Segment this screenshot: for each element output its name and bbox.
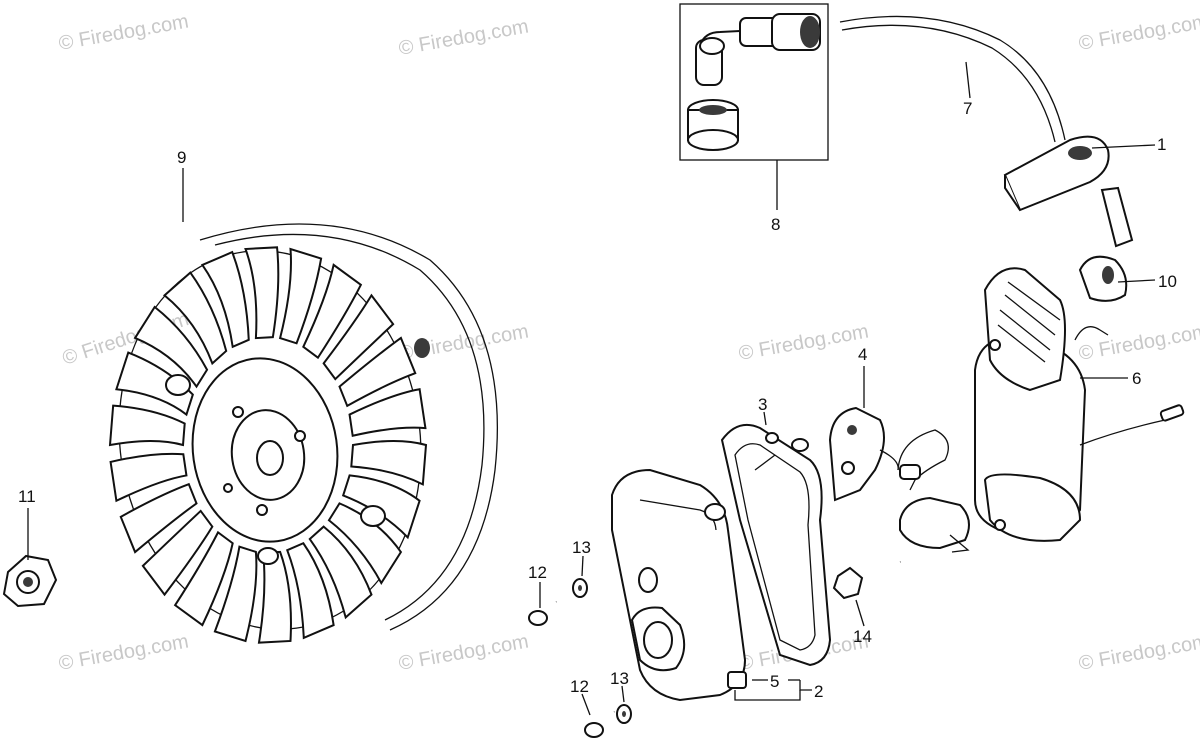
- cover-nut: [727, 671, 747, 689]
- leader-lines: [27, 61, 1156, 716]
- callout-13-upper: 13: [572, 538, 591, 557]
- washer-13-lower: [616, 704, 632, 724]
- washer-13-upper: [572, 578, 588, 598]
- flywheel-fin: [141, 509, 214, 597]
- watermark-3: © Firedog.com: [1077, 10, 1200, 54]
- callout-13-lower: 13: [610, 669, 629, 688]
- flywheel-fin: [257, 550, 292, 644]
- flywheel-fin: [109, 452, 188, 503]
- flywheel-fin: [278, 247, 323, 345]
- flywheel-fin: [322, 293, 395, 381]
- flywheel-fin: [133, 305, 209, 389]
- flywheel-fin: [308, 525, 373, 620]
- flywheel-fin: [285, 541, 335, 640]
- callout-5: 5: [770, 672, 779, 691]
- flywheel-fin: [173, 530, 234, 627]
- contact-breaker-part: [828, 406, 949, 502]
- spark-plug-cap-part: [679, 3, 829, 161]
- callout-6: 6: [1132, 369, 1141, 388]
- condenser-part: [899, 496, 970, 553]
- breaker-cover-part: [611, 432, 779, 702]
- ignition-coil-part: [974, 267, 1185, 542]
- connector-part: [1078, 255, 1128, 302]
- bolt-14-part: [832, 560, 901, 600]
- flange-nut-part: [2, 554, 58, 608]
- flywheel-fin: [200, 250, 250, 349]
- flywheel-fin: [244, 246, 280, 340]
- callout-3: 3: [758, 395, 767, 414]
- flywheel-fin: [350, 440, 428, 486]
- callout-4: 4: [858, 345, 867, 364]
- watermark-1: © Firedog.com: [57, 10, 190, 54]
- screw-12-lower: [584, 710, 616, 738]
- callout-9: 9: [177, 148, 186, 167]
- watermark-6: © Firedog.com: [737, 320, 870, 364]
- watermark-2: © Firedog.com: [397, 15, 530, 59]
- grommet-part: [1003, 135, 1134, 248]
- callout-1: 1: [1157, 135, 1166, 154]
- callout-7: 7: [963, 99, 972, 118]
- flywheel-fin: [338, 336, 417, 408]
- watermark-8: © Firedog.com: [57, 630, 190, 674]
- screw-12-upper: [528, 600, 558, 626]
- callout-11: 11: [18, 487, 36, 506]
- callout-14: 14: [853, 627, 872, 646]
- high-tension-cord-part: [839, 15, 1066, 143]
- flywheel-fin: [348, 388, 427, 437]
- callout-10: 10: [1158, 272, 1177, 291]
- flywheel-fins: [108, 246, 428, 644]
- gasket-part: [720, 424, 832, 667]
- callout-2: 2: [814, 682, 823, 701]
- callout-8: 8: [771, 215, 780, 234]
- flywheel-fin: [119, 482, 198, 554]
- watermark-9: © Firedog.com: [397, 630, 530, 674]
- callout-12-lower: 12: [570, 677, 589, 696]
- watermark-11: © Firedog.com: [1077, 630, 1200, 674]
- callouts: 1 2 3 4 5 6 7 8 9 10 11 12 13 12 13 14: [18, 99, 1177, 701]
- flywheel-fin: [213, 545, 258, 643]
- callout-12-upper: 12: [528, 563, 547, 582]
- flywheel-fin: [341, 474, 421, 540]
- flywheel-fin: [302, 263, 363, 360]
- flywheel-part: [108, 223, 498, 644]
- flywheel-fin: [108, 404, 186, 447]
- flywheel-fin: [162, 271, 228, 366]
